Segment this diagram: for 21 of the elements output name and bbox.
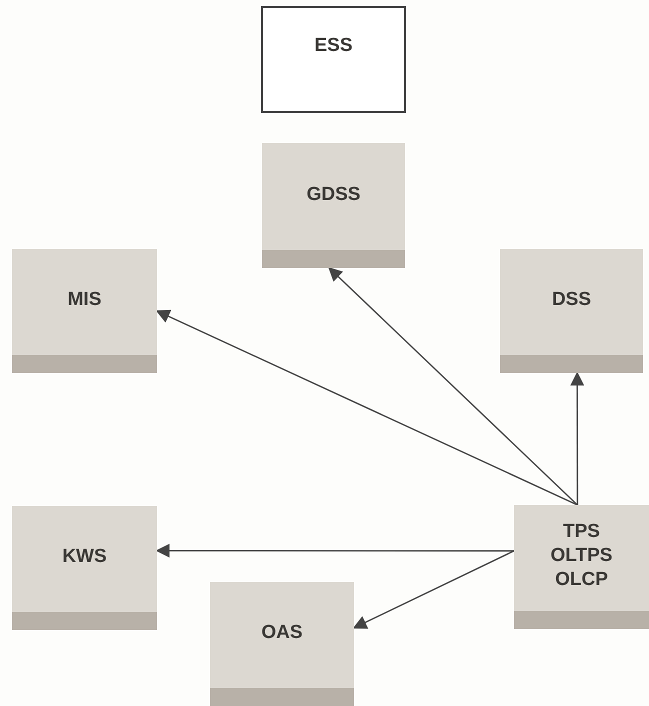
outlined-box <box>261 6 406 113</box>
arrow <box>156 310 578 506</box>
box-label: OAS <box>261 621 303 645</box>
box-label: DSS <box>552 288 592 312</box>
raised-box <box>210 582 354 706</box>
arrow <box>352 550 514 629</box>
raised-box <box>262 143 405 268</box>
box-label: TPS <box>563 520 600 544</box>
box-label: ESS <box>314 34 353 58</box>
box-label: KWS <box>62 545 107 569</box>
box-label: OLTPS <box>550 544 612 568</box>
raised-box <box>12 249 157 373</box>
box-label: GDSS <box>306 182 360 206</box>
box-label: OLCP <box>555 568 608 592</box>
arrow <box>570 372 584 505</box>
arrow <box>156 544 514 558</box>
raised-box <box>514 505 649 629</box>
raised-box <box>500 249 643 373</box>
arrow <box>328 267 578 506</box>
raised-box <box>12 506 157 630</box>
box-label: MIS <box>68 288 102 312</box>
